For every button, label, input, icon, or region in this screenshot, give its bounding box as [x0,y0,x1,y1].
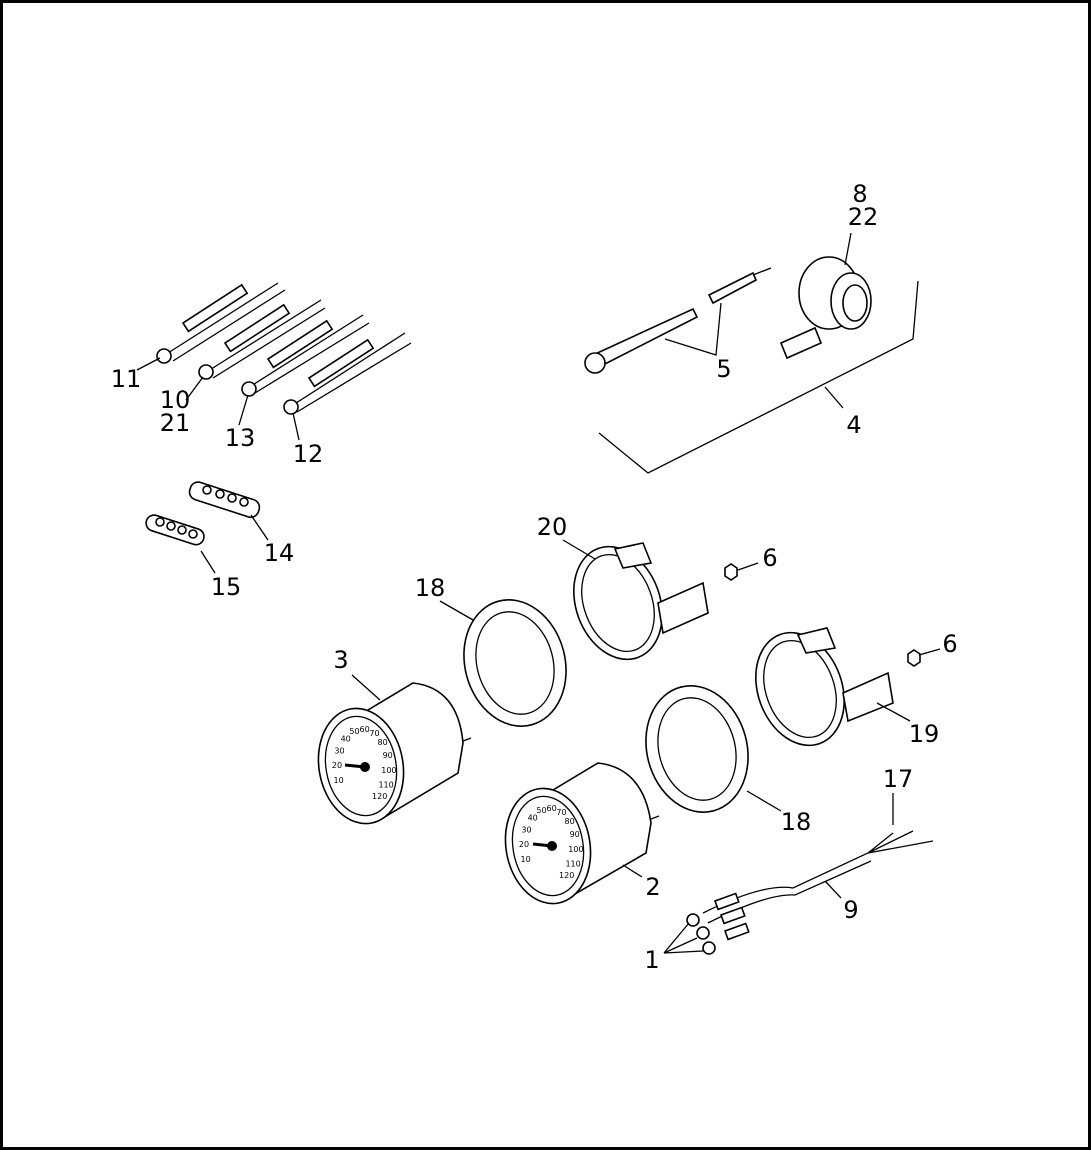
dial-number: 50 [349,727,359,736]
mounting-bracket-19 [755,627,894,747]
callout-9: 9 [843,896,858,924]
callout-6: 6 [762,544,777,572]
sending-unit-13 [241,314,370,397]
callout-5: 5 [716,355,731,383]
callout-3: 3 [333,646,348,674]
speedometer-drive-8 [779,256,872,360]
sending-unit-12 [283,332,412,415]
dial-number: 70 [369,729,379,738]
callout-18: 18 [415,574,446,602]
gasket-18 [645,685,749,813]
dial-number: 90 [383,751,393,760]
speedometer-cable-5 [584,267,772,374]
dial-number: 10 [334,776,344,785]
callout-15: 15 [211,573,242,601]
wiring-harness-9 [686,830,934,955]
dial-number: 80 [565,817,575,826]
callout-10: 10 [160,386,191,414]
dial-number: 80 [378,738,388,747]
grommet-15 [145,514,205,546]
dial-number: 100 [381,766,396,775]
nut-6 [724,563,738,581]
assembly-bracket-4 [598,280,919,474]
callout-20: 20 [537,513,568,541]
mounting-bracket-20 [573,542,709,661]
dial-number: 90 [570,830,580,839]
dial-number: 100 [568,845,583,854]
connector-14 [188,481,261,519]
dial-number: 50 [536,806,546,815]
callout-13: 13 [225,424,256,452]
callout-8: 8 [852,180,867,208]
callout-6: 6 [942,630,957,658]
sending-unit-11 [156,282,286,364]
callout-11: 11 [111,365,142,393]
callout-2: 2 [645,873,660,901]
gasket-18 [463,599,567,727]
dial-number: 20 [332,761,342,770]
dial-number: 70 [556,808,566,817]
dial-number: 110 [378,780,393,789]
callout-18: 18 [781,808,812,836]
dial-number: 120 [559,871,574,880]
dial-number: 10 [521,855,531,864]
callout-21: 21 [160,409,191,437]
callout-14: 14 [264,539,295,567]
callout-4: 4 [846,411,861,439]
callout-1: 1 [644,946,659,974]
dial-number: 60 [547,804,557,813]
sending-unit-10 [198,299,326,380]
callout-22: 22 [848,203,879,231]
nut-6 [907,649,921,667]
callout-17: 17 [883,765,914,793]
dial-number: 30 [334,747,344,756]
dial-number: 60 [360,725,370,734]
dial-number: 110 [565,859,580,868]
dial-number: 40 [341,735,351,744]
leader-lines [136,232,941,954]
dial-number: 30 [521,826,531,835]
dial-number: 120 [372,792,387,801]
callout-12: 12 [293,440,324,468]
dial-number: 40 [528,814,538,823]
dial-number: 20 [519,840,529,849]
callout-19: 19 [909,720,940,748]
